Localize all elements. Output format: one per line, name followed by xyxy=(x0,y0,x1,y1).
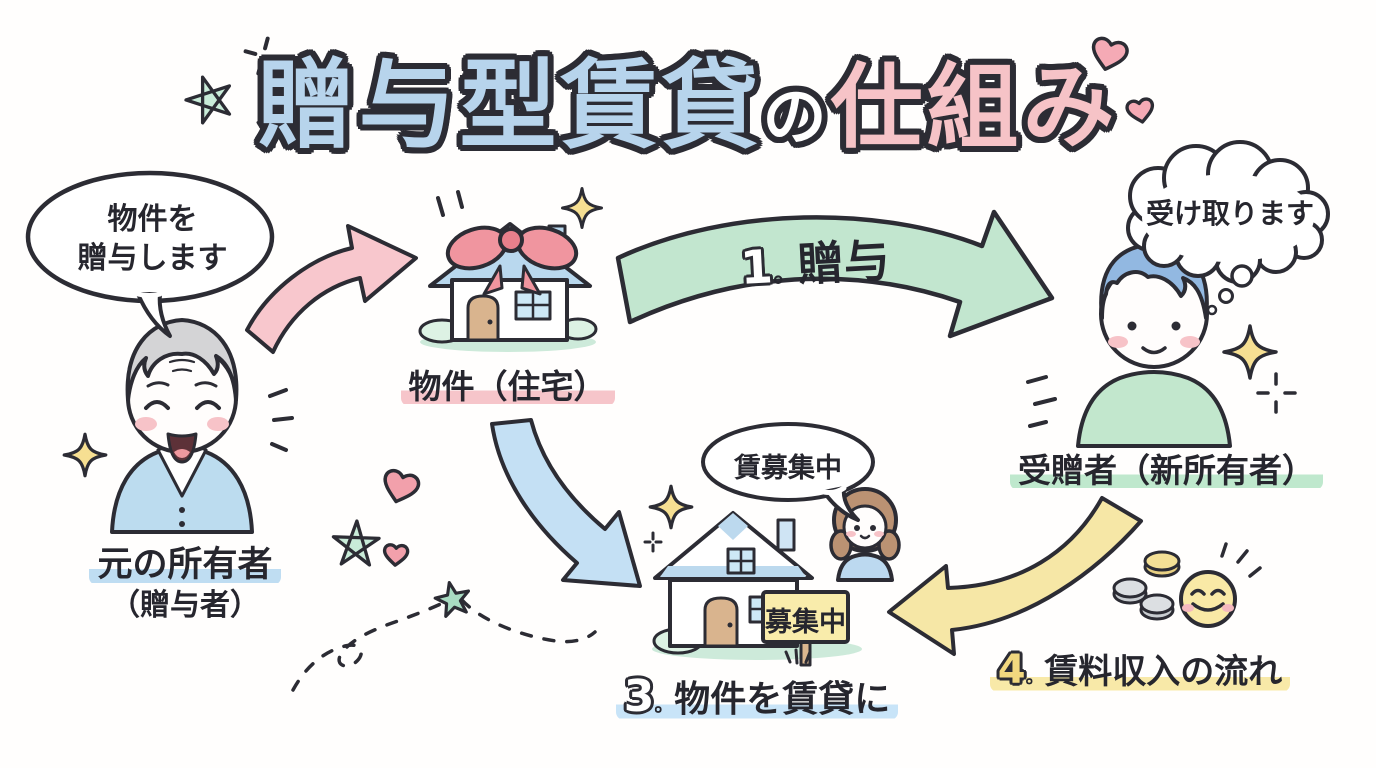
ribbon-bow-icon xyxy=(445,225,579,296)
decor-top-left xyxy=(181,36,291,151)
step4-arrow-yellow xyxy=(887,496,1143,656)
thought-dot xyxy=(1230,264,1254,288)
step4-income-label: 4。賃料収入の流れ xyxy=(975,644,1305,693)
heart-icon xyxy=(381,542,410,568)
page-title: 贈与型賃貸の仕組み xyxy=(0,26,1376,167)
body xyxy=(836,552,894,582)
step3-rent-label: 3。物件を賃貸に xyxy=(612,670,902,722)
step1-arrow-green xyxy=(615,209,1055,339)
speech-line: 物件を xyxy=(107,202,198,237)
old-man-figure xyxy=(62,318,294,534)
bubble-tail xyxy=(822,486,860,522)
door xyxy=(703,596,739,648)
sparkle-dash-icon xyxy=(1256,372,1297,414)
vacancy-sign-text: 募集中 xyxy=(765,607,846,638)
step3-arrow-blue xyxy=(490,418,642,588)
body xyxy=(1076,370,1232,448)
sparkle-icon xyxy=(62,432,108,478)
giver-role-label: （贈与者） xyxy=(110,588,260,623)
sparkle-dash-icon xyxy=(643,531,663,553)
rental-speech-bubble-text: 賃募集中 xyxy=(734,453,842,484)
thought-dot xyxy=(1206,304,1218,316)
sparkle-icon xyxy=(648,484,694,530)
giver-speech-bubble-text: 物件を 贈与します xyxy=(55,200,250,278)
decor-mid xyxy=(326,466,475,620)
step-number: 1 xyxy=(739,239,774,295)
sparkle-dash-icon xyxy=(243,36,283,76)
closed-eye xyxy=(144,400,170,410)
receiver-name-label: 受贈者（新所有者） xyxy=(1010,444,1323,492)
smiley-face-icon xyxy=(1179,542,1262,628)
speech-line: 贈与します xyxy=(77,241,228,276)
title-part-pink: 仕組み xyxy=(830,54,1119,161)
closed-eye xyxy=(195,400,221,410)
sparkle-icon xyxy=(1222,324,1278,380)
gift-arrow-pink xyxy=(245,224,418,354)
bubble-tail xyxy=(136,292,172,338)
star-icon xyxy=(431,577,475,620)
step-number: 3 xyxy=(623,671,655,722)
receiver-thought-text: 受け取ります xyxy=(1145,197,1314,230)
door-knob xyxy=(727,622,733,628)
rental-house xyxy=(643,484,862,667)
hair xyxy=(125,318,239,402)
giver-name-label: 元の所有者 xyxy=(65,536,305,587)
title-part-blue: 贈与型賃貸 xyxy=(257,49,763,162)
door xyxy=(466,294,500,342)
speech-dash-icon xyxy=(268,388,294,452)
thought-dot xyxy=(1218,288,1234,304)
door-knob xyxy=(487,319,493,325)
grass-icon xyxy=(784,648,812,665)
step1-gift-label: 1。贈与 xyxy=(739,233,892,295)
gift-house xyxy=(418,187,603,352)
young-man-figure xyxy=(1026,242,1297,448)
dashed-trail xyxy=(291,598,597,692)
thought-bubble-receiver xyxy=(1126,140,1330,316)
star-icon xyxy=(326,515,384,573)
sparkle-icon xyxy=(561,187,603,229)
property-label: 物件（住宅） xyxy=(395,360,620,408)
mouth xyxy=(166,432,198,464)
chimney xyxy=(776,518,796,552)
speech-bubble-giver xyxy=(25,170,275,338)
sparkle-dash-icon xyxy=(436,190,464,217)
speech-bubble-rental xyxy=(701,422,875,522)
step-number: 4 xyxy=(997,647,1026,693)
coins-icon xyxy=(1112,550,1181,621)
speech-dash-icon xyxy=(1026,375,1057,428)
title-particle: の xyxy=(762,81,831,155)
sign-board xyxy=(761,590,850,644)
heart-icon xyxy=(377,466,423,508)
